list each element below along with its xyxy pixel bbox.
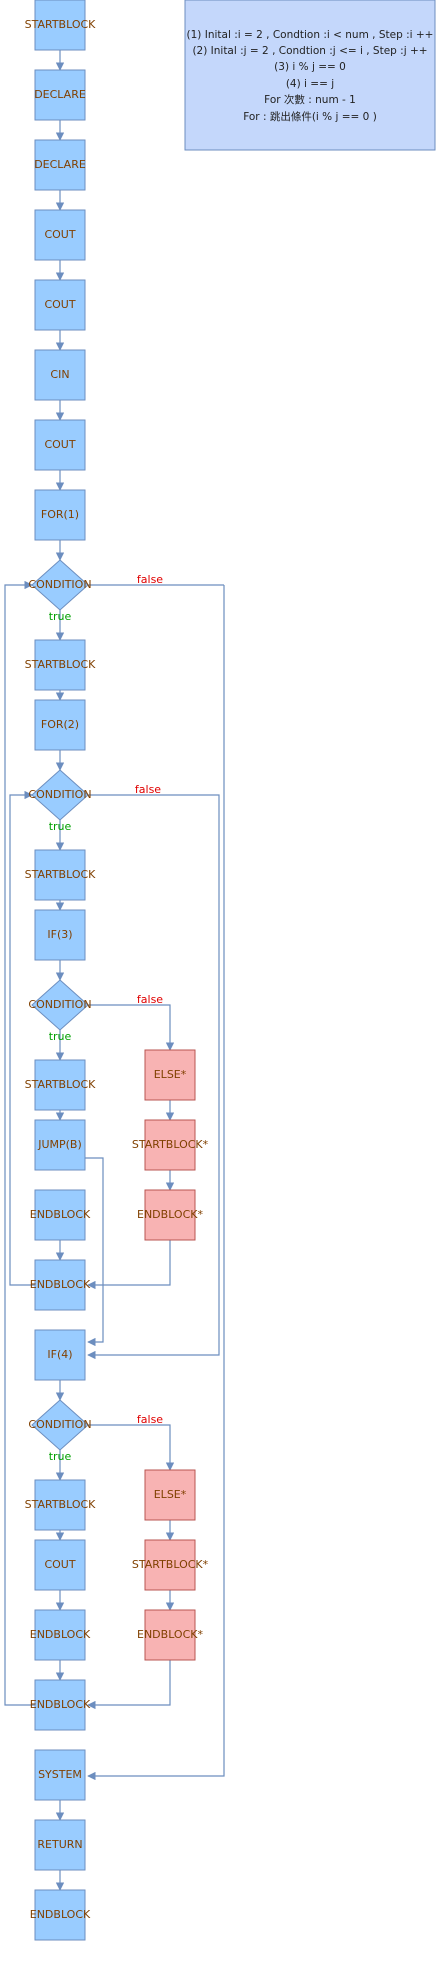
node-box-jump-b[interactable] — [34, 1119, 86, 1171]
label-c3-false: false — [137, 993, 163, 1006]
node-diamond-condition-2[interactable] — [31, 769, 89, 821]
label-c2-false: false — [135, 783, 161, 796]
label-c1-true: true — [49, 610, 72, 623]
node-label-else-startblock-1: STARTBLOCK* — [132, 1138, 209, 1151]
node-label-declare-1: DECLARE — [34, 88, 86, 101]
legend-note: (1) Inital :i = 2 , Condtion :i < num , … — [184, 0, 436, 151]
node-box-for-1[interactable] — [34, 489, 86, 541]
legend-note-box — [184, 0, 436, 151]
node-box-return[interactable] — [34, 1819, 86, 1871]
node-box-cin[interactable] — [34, 349, 86, 401]
node-box-else-endblock-1[interactable] — [144, 1189, 196, 1241]
node-diamond-condition-4[interactable] — [31, 1399, 89, 1451]
node-label-endblock-1: ENDBLOCK — [30, 1208, 91, 1221]
node-box-startblock-2[interactable] — [34, 639, 86, 691]
node-box-declare-2[interactable] — [34, 139, 86, 191]
node-box-endblock-1[interactable] — [34, 1189, 86, 1241]
edge-c2-n17-false — [87, 794, 220, 1360]
node-label-startblock-3: STARTBLOCK — [25, 868, 97, 881]
node-label-condition-3: CONDITION — [28, 998, 91, 1011]
node-box-else-startblock-1[interactable] — [144, 1119, 196, 1171]
note-line-3: (3) i % j == 0 — [274, 61, 346, 73]
node-box-cout-2[interactable] — [34, 279, 86, 331]
node-box-else-2[interactable] — [144, 1469, 196, 1521]
node-label-for-1: FOR(1) — [41, 508, 79, 521]
note-line-6: For : 跳出條件(i % j == 0 ) — [243, 110, 377, 123]
label-c4-true: true — [49, 1450, 72, 1463]
node-label-else-1: ELSE* — [154, 1068, 187, 1081]
label-c2-true: true — [49, 820, 72, 833]
node-box-cout-3[interactable] — [34, 419, 86, 471]
label-c4-false: false — [137, 1413, 163, 1426]
node-box-cout-4[interactable] — [34, 1539, 86, 1591]
note-line-4: (4) i == j — [286, 78, 334, 90]
edge-c3-e1-false — [88, 1004, 175, 1051]
nodes: STARTBLOCK DECLARE DECLARE COUT COUT CIN… — [25, 0, 209, 1941]
edge-e3-n16 — [87, 1240, 171, 1290]
node-label-declare-2: DECLARE — [34, 158, 86, 171]
node-label-for-2: FOR(2) — [41, 718, 79, 731]
node-label-startblock-5: STARTBLOCK — [25, 1498, 97, 1511]
node-label-jump-b: JUMP(B) — [37, 1138, 82, 1151]
node-label-endblock-4: ENDBLOCK — [30, 1698, 91, 1711]
node-label-cout-3: COUT — [44, 438, 75, 451]
node-box-endblock-3[interactable] — [34, 1609, 86, 1661]
node-diamond-condition-3[interactable] — [31, 979, 89, 1031]
node-box-declare-1[interactable] — [34, 69, 86, 121]
edge-n21-c1-loop — [4, 580, 35, 1706]
node-label-else-endblock-1: ENDBLOCK* — [137, 1208, 203, 1221]
node-label-startblock: STARTBLOCK — [25, 18, 97, 31]
node-box-cout-1[interactable] — [34, 209, 86, 261]
note-line-1: (1) Inital :i = 2 , Condtion :i < num , … — [187, 29, 434, 41]
edges: true false true false true false true fa… — [4, 50, 225, 1891]
node-box-if-4[interactable] — [34, 1329, 86, 1381]
node-box-endblock-4[interactable] — [34, 1679, 86, 1731]
node-box-startblock-5[interactable] — [34, 1479, 86, 1531]
node-label-if-4: IF(4) — [47, 1348, 72, 1361]
node-label-else-2: ELSE* — [154, 1488, 187, 1501]
node-label-cout-1: COUT — [44, 228, 75, 241]
node-box-else-1[interactable] — [144, 1049, 196, 1101]
node-label-endblock-final: ENDBLOCK — [30, 1908, 91, 1921]
node-box-for-2[interactable] — [34, 699, 86, 751]
note-line-2: (2) Inital :j = 2 , Condtion :j <= i , S… — [192, 45, 427, 57]
node-label-else-endblock-2: ENDBLOCK* — [137, 1628, 203, 1641]
node-box-endblock-final[interactable] — [34, 1889, 86, 1941]
node-label-condition-2: CONDITION — [28, 788, 91, 801]
node-box-else-startblock-2[interactable] — [144, 1539, 196, 1591]
node-label-else-startblock-2: STARTBLOCK* — [132, 1558, 209, 1571]
node-label-condition-1: CONDITION — [28, 578, 91, 591]
note-line-5: For 次數 : num - 1 — [264, 93, 356, 106]
edge-c4-e4-false — [88, 1424, 175, 1471]
node-label-cout-4: COUT — [44, 1558, 75, 1571]
node-diamond-condition-1[interactable] — [31, 559, 89, 611]
node-label-startblock-4: STARTBLOCK — [25, 1078, 97, 1091]
node-label-cin: CIN — [50, 368, 69, 381]
edge-n14-n17-jump — [85, 1157, 104, 1347]
edge-c1-n22-false — [87, 585, 225, 1781]
node-label-endblock-3: ENDBLOCK — [30, 1628, 91, 1641]
label-c1-false: false — [137, 573, 163, 586]
node-label-condition-4: CONDITION — [28, 1418, 91, 1431]
node-box-if-3[interactable] — [34, 909, 86, 961]
node-label-return: RETURN — [37, 1838, 82, 1851]
node-label-cout-2: COUT — [44, 298, 75, 311]
node-box-endblock-2[interactable] — [34, 1259, 86, 1311]
node-label-startblock-2: STARTBLOCK — [25, 658, 97, 671]
label-c3-true: true — [49, 1030, 72, 1043]
node-label-endblock-2: ENDBLOCK — [30, 1278, 91, 1291]
node-box-startblock-3[interactable] — [34, 849, 86, 901]
node-box-system[interactable] — [34, 1749, 86, 1801]
node-label-system: SYSTEM — [38, 1768, 82, 1781]
edge-n16-c2-loop — [9, 790, 35, 1286]
node-label-if-3: IF(3) — [47, 928, 72, 941]
node-box-else-endblock-2[interactable] — [144, 1609, 196, 1661]
node-box-startblock[interactable] — [34, 0, 86, 51]
node-box-startblock-4[interactable] — [34, 1059, 86, 1111]
edge-e6-n21 — [87, 1660, 171, 1710]
